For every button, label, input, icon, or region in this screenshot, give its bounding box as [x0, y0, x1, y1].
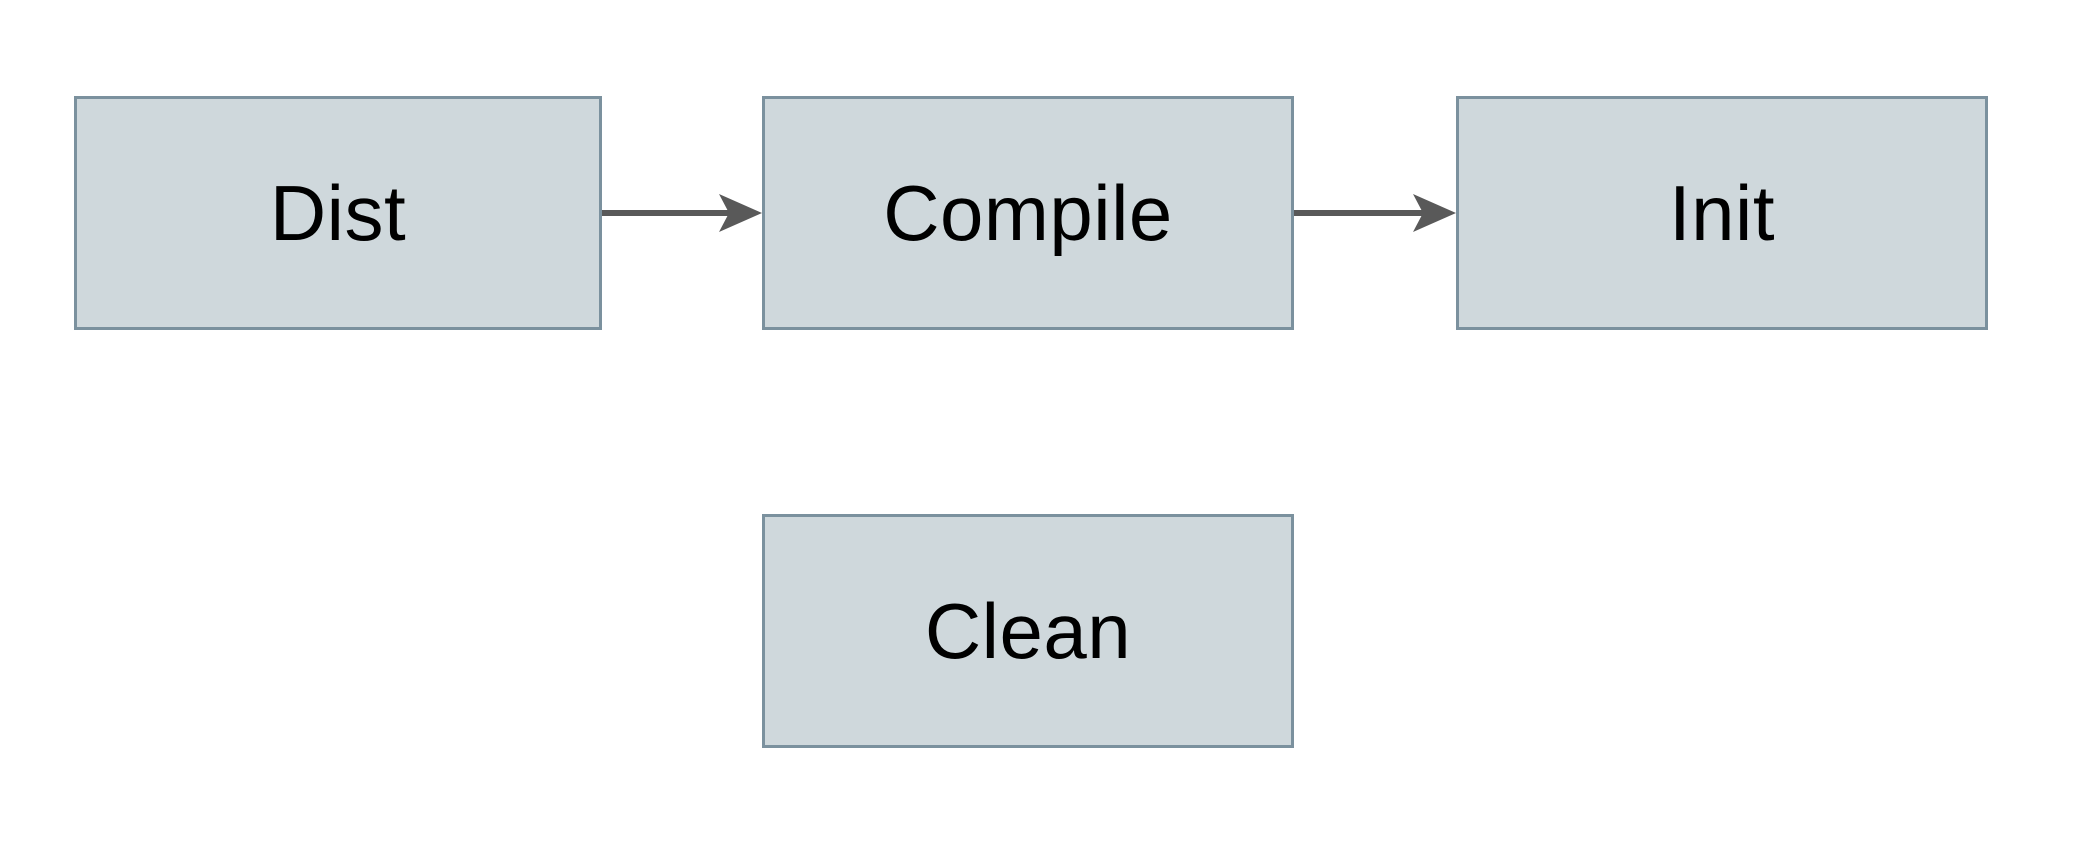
node-clean: Clean: [762, 514, 1294, 748]
node-dist: Dist: [74, 96, 602, 330]
connector-arrow-compile-to-init: [1294, 194, 1456, 232]
node-compile: Compile: [762, 96, 1294, 330]
node-init: Init: [1456, 96, 1988, 330]
node-clean-label: Clean: [924, 587, 1132, 675]
node-compile-label: Compile: [883, 169, 1173, 257]
connector-arrow-dist-to-compile: [602, 194, 762, 232]
arrowhead-icon: [1413, 194, 1456, 232]
node-dist-label: Dist: [269, 169, 407, 257]
arrowhead-icon: [719, 194, 762, 232]
node-init-label: Init: [1668, 169, 1776, 257]
